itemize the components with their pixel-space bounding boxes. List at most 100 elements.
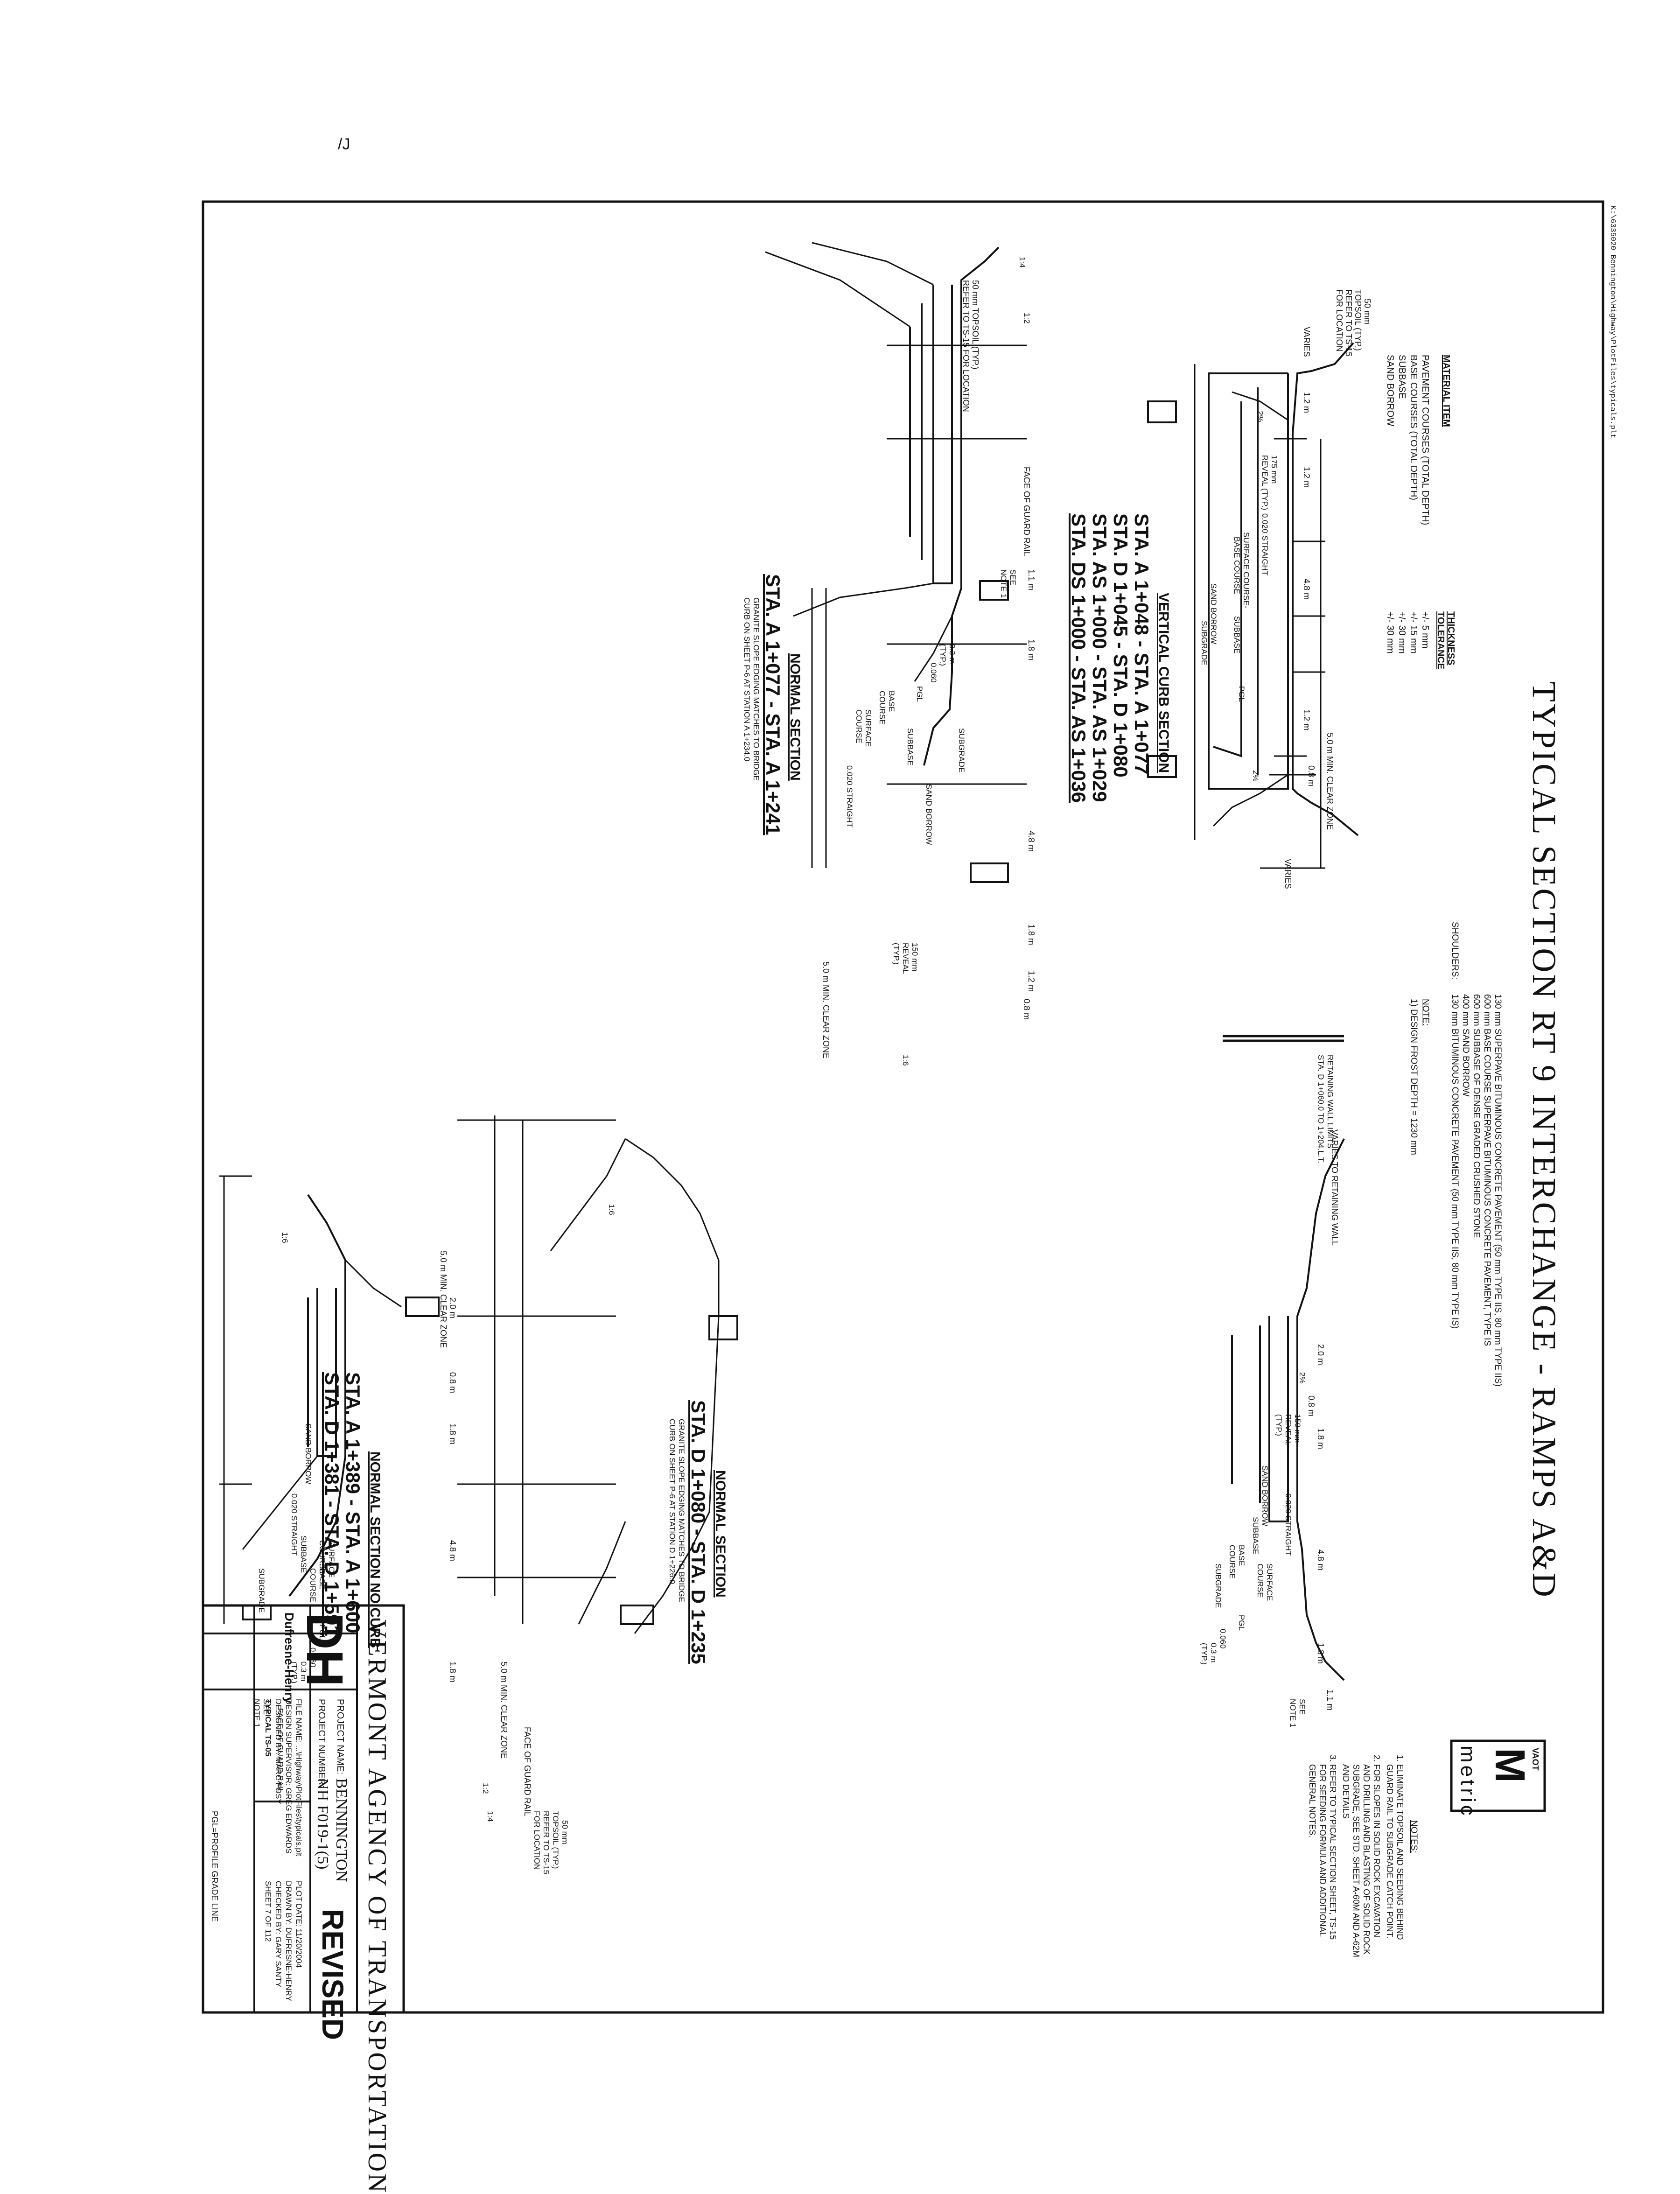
sec2-slope16: 1:6 [901,1055,910,1066]
sec4-see-note-1: NOTE 1 [252,1699,261,1728]
sec2-subgrade: SUBGRADE [957,728,966,773]
sec2-surface-1: COURSE [854,709,863,743]
sec2-face-rail: FACE OF GUARD RAIL [1022,467,1031,557]
sec3-base-0: BASE [1237,1545,1246,1566]
sec3-d20: 2.0 m [1316,1344,1325,1366]
normal-a-note-1: GRANITE SLOPE EDGING MATCHES TO BRIDGE [752,597,761,781]
sec3-reveal-1: REVEAL [1284,1414,1293,1446]
title-block-frame [202,1604,405,2014]
sec3-subgrade: SUBGRADE [1214,1563,1223,1608]
checked-by: CHECKED BY: GARY SANTY [274,1881,283,1987]
normal-d-title: NORMAL SECTION [713,1470,728,1598]
sec4-sand: SAND BORROW [304,1423,313,1485]
pgl-note: PGL=PROFILE GRADE LINE [210,1811,219,1922]
sec2-sand: SAND BORROW [924,784,933,845]
no-curb-line-0: STA. A 1+389 - STA. A 1+600 [342,1372,364,1633]
sec2-d18-a: 1.8 m [1027,639,1036,661]
sec3-topsoil-0: 50 mm [560,1820,569,1844]
sec1-pct2-right: 2% [1251,770,1260,782]
sec1-reveal-1: REVEAL (TYP.) [1260,455,1269,511]
normal-d-note-2: CURB ON SHEET P-6 AT STATION D 1+226.0 [668,1419,677,1584]
project-name: BENNINGTON [333,1778,350,1882]
tolerance-row-3: +/- 30 mm [1385,611,1395,654]
sec3-straight: 0.020 STRAIGHT [1284,1493,1293,1556]
material-row-1: BASE COURSES (TOTAL DEPTH) [1408,355,1419,500]
tolerance-row-2: +/- 30 mm [1397,611,1407,654]
pavement-spec-0: 130 mm SUPERPAVE BITUMINOUS CONCRETE PAV… [1493,994,1503,1387]
sec1-topsoil-3: FOR LOCATION [1335,289,1344,352]
normal-section-no-curb [219,1175,440,1624]
sec3-topsoil-1: TOPSOIL (TYP.) [551,1811,560,1869]
metric-logo-text: metric [1456,1745,1479,1818]
sec4-subgrade: SUBGRADE [257,1568,266,1613]
material-row-0: PAVEMENT COURSES (TOTAL DEPTH) [1420,355,1430,526]
note-line-8: GENERAL NOTES. [1308,1764,1317,1838]
sec1-varies-left: VARIES [1302,327,1311,357]
vertical-curb-line-1: STA. D 1+045 - STA. D 1+080 [1110,513,1132,778]
normal-section-d [457,1035,1345,1681]
sec1-varies-right: VARIES [1283,859,1293,889]
revised-stamp: REVISED [316,1909,350,2040]
sec3-d08: 0.8 m [1307,1395,1316,1417]
sec3-sand: SAND BORROW [1260,1465,1269,1527]
sec2-d12: 1.2 m [1027,971,1036,992]
sec3-see-note-0: SEE [1298,1699,1307,1715]
tolerance-row-1: +/- 15 mm [1408,611,1419,654]
sec2-topsoil: 50 mm TOPSOIL (TYP.) [971,280,980,370]
sec1-d48: 4.8 m [1302,579,1311,600]
sec3-pgl: PGL [1237,1615,1246,1631]
file-name: FILE NAME: ...\Highway\PlotFiles\typical… [294,1699,303,1857]
sec3-slope060: 0.060 [1218,1629,1227,1649]
sec3-d18-b: 1.8 m [1316,1643,1325,1664]
sec4-clear-zone: 5.0 m MIN. CLEAR ZONE [439,1251,448,1348]
sec2-slope14: 1:4 [1018,257,1027,268]
pavement-spec-1: 600 mm BASE COURSE SUPERPAVE BITUMINOUS … [1482,994,1492,1346]
firm-name: Dufresne-Henry [282,1612,296,1704]
sheet-border [202,200,1604,2014]
sec2-reveal-1: REVEAL [901,943,910,974]
sec2-slope12: 1:2 [1022,313,1031,324]
material-row-3: SAND BORROW [1385,355,1395,427]
sec3-subbase: SUBBASE [1251,1517,1260,1555]
project-number-label: PROJECT NUMBER: [316,1699,327,1788]
sec2-base-1: COURSE [878,691,887,725]
note-line-6: 3. REFER TO TYPICAL SECTION SHEET, TS-15 [1328,1755,1337,1940]
project-name-label: PROJECT NAME: [335,1699,345,1774]
metric-logo-frame [1450,1739,1546,1812]
file-path-header: K:\6335020 Bennington\Highway\PlotFiles\… [1609,205,1617,439]
material-row-2: SUBBASE [1397,355,1407,399]
note-line-7: FOR SEEDING FORMULA AND ADDITIONAL [1318,1764,1327,1937]
sec2-straight: 0.020 STRAIGHT [845,765,854,828]
sheet-id: TYPICAL TS-05 [264,1699,273,1757]
no-curb-title: NORMAL SECTION NO CURB [367,1451,383,1648]
sec2-reveal-2: (TYP.) [892,943,901,965]
sec1-d12-c: 1.2 m [1302,709,1311,731]
normal-d-line: STA. D 1+080 - STA. D 1+235 [687,1400,709,1664]
sec3-d48: 4.8 m [1316,1549,1325,1571]
sec2-d08: 0.8 m [1022,999,1031,1020]
sec4-base-1: COURSE [308,1568,317,1602]
note-line-2: 2. FOR SLOPES IN SOLID ROCK EXCAVATION [1372,1755,1381,1938]
sec3-pct2: 2% [1298,1372,1307,1384]
sec2-refer: REFER TO TS-15 FOR LOCATION [961,280,971,412]
drawn-by: DRAWN BY: DUFRESNE-HENRY [284,1881,293,2001]
sec2-d48: 4.8 m [1027,831,1036,852]
sec1-topsoil-2: REFER TO TS-15 [1344,289,1353,357]
note-line-1: GUARD RAIL TO SUBGRADE CATCH POINT. [1385,1764,1394,1939]
drawing-title: TYPICAL SECTION RT 9 INTERCHANGE - RAMPS… [1526,681,1563,1599]
normal-a-line: STA. A 1+077 - STA. A 1+241 [762,574,784,835]
sec4-d48: 4.8 m [448,1540,457,1562]
normal-section-a [765,242,1027,883]
sec1-surface-0: SURFACE COURSE- [1242,532,1251,609]
sec4-d18-b: 1.8 m [448,1661,457,1683]
note-line-4: SUBGRADE, SEE STD. SHEET A-60M AND A-62M [1351,1764,1361,1957]
sec3-see-note-1: NOTE 1 [1288,1699,1297,1728]
plot-date: PLOT DATE: 11/20/2004 [294,1881,303,1968]
sec1-reveal-0: 175 mm [1270,455,1279,484]
sec1-clear-zone: 5.0 m MIN. CLEAR ZONE [1325,733,1335,830]
agency-name: VERMONT AGENCY OF TRANSPORTATION [363,1619,392,2194]
sec1-d08: 0.8 m [1307,765,1316,787]
sec2-see-note-1: NOTE 1 [999,569,1008,598]
